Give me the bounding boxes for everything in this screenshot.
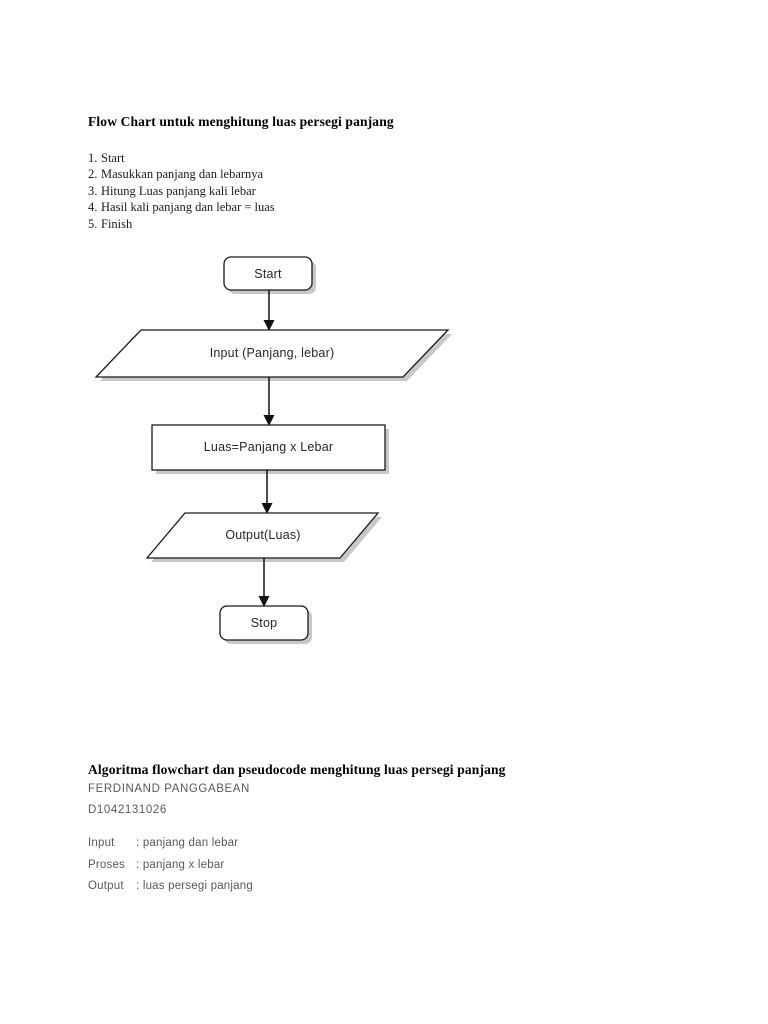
process-node-label: Luas=Panjang x Lebar [204,440,333,454]
page-title-flowchart: Flow Chart untuk menghitung luas persegi… [88,114,394,129]
start-node[interactable] [223,256,313,291]
pseudocode-label: Proses [88,858,125,871]
input-node[interactable] [94,329,450,378]
pseudocode-block: Input: panjang dan lebar Proses: panjang… [88,833,253,898]
arrowhead-process-to-output [261,503,273,514]
arrowhead-output-to-stop [258,596,270,607]
output-node[interactable] [145,512,380,559]
list-item-number: 3. [88,183,98,198]
list-item-text: Masukkan panjang dan lebarnya [101,167,264,182]
list-item: 4.Hasil kali panjang dan lebar = luas [88,199,275,215]
pseudocode-separator: : [136,858,140,871]
pseudocode-label: Output [88,880,124,892]
list-item-text: Finish [101,216,133,231]
pseudocode-row-proses: Proses: panjang x lebar [88,855,253,877]
pseudocode-row-output: Output: luas persegi panjang [88,876,253,898]
author-block: FERDINAND PANGGABEAN D1042131026 [88,779,250,821]
list-item: 1.Start [88,150,275,166]
list-item-text: Start [101,151,125,165]
list-item-number: 4. [88,200,98,215]
pseudocode-value: luas persegi panjang [142,880,253,892]
list-item: 3.Hitung Luas panjang kali lebar [88,183,275,199]
list-item-number: 2. [88,167,98,182]
author-student-id: D1042131026 [88,804,167,816]
arrowhead-start-to-input [263,320,275,331]
pseudocode-separator: : [136,837,140,849]
list-item-number: 5. [88,216,98,231]
page-title-algoritma: Algoritma flowchart dan pseudocode mengh… [88,762,506,777]
start-node-label: Start [254,267,282,281]
list-item-number: 1. [88,151,98,165]
pseudocode-separator: : [136,880,140,892]
stop-node[interactable] [219,605,309,641]
author-name: FERDINAND PANGGABEAN [88,783,250,795]
input-node-label: Input (Panjang, lebar) [210,346,335,360]
list-item: 5.Finish [88,216,275,232]
arrowhead-input-to-process [263,415,275,426]
list-item-text: Hasil kali panjang dan lebar = luas [101,200,275,215]
pseudocode-label: Input [88,837,115,849]
list-item-text: Hitung Luas panjang kali lebar [101,183,256,198]
output-node-label: Output(Luas) [225,528,300,542]
pseudocode-value: panjang dan lebar [142,837,239,849]
stop-node-label: Stop [251,616,278,630]
pseudocode-value: panjang x lebar [142,858,225,871]
process-node[interactable] [151,424,386,471]
list-item: 2.Masukkan panjang dan lebarnya [88,166,275,182]
pseudocode-row-input: Input: panjang dan lebar [88,833,253,855]
algorithm-step-list: 1.Start 2.Masukkan panjang dan lebarnya … [88,150,275,232]
